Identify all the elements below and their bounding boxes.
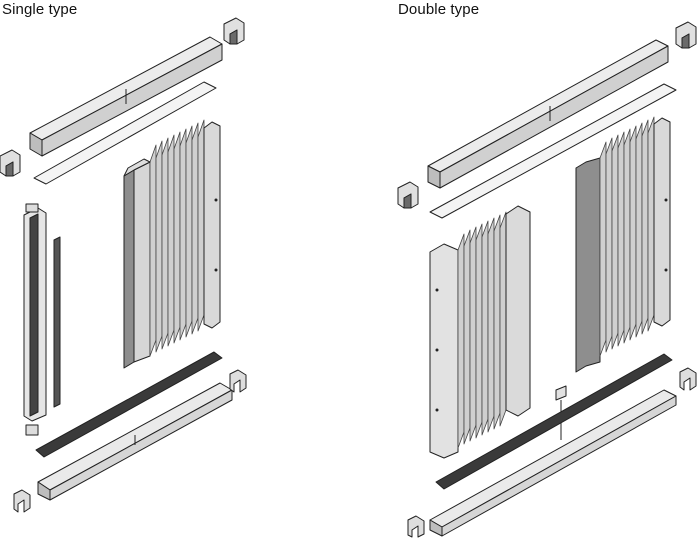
bottom-end-cap-left: [13, 489, 31, 513]
bottom-rail: [37, 382, 233, 501]
bottom-end-cap-right: [229, 369, 247, 393]
single-type-label: Single type: [2, 1, 78, 18]
pleated-screen-single: [123, 119, 221, 369]
bottom-end-cap-right-double: [679, 367, 697, 391]
top-rail: [29, 36, 223, 157]
single-type-assembly: [0, 17, 247, 513]
top-rail-double: [427, 39, 669, 189]
top-end-cap-left: [0, 149, 21, 177]
top-end-cap-right: [223, 17, 245, 45]
pleated-screen-left: [429, 205, 531, 459]
side-frame: [23, 203, 47, 436]
double-type-label: Double type: [398, 1, 480, 18]
top-end-cap-right-double: [675, 21, 697, 49]
bottom-rail-double: [429, 389, 677, 537]
bottom-seal-strip: [35, 351, 223, 458]
bottom-seal-strip-double: [435, 353, 673, 490]
top-thin-strip-double: [429, 83, 677, 219]
top-thin-strip: [33, 81, 217, 185]
double-type-assembly: [397, 21, 697, 538]
side-thin-bar: [53, 236, 61, 408]
top-end-cap-left-double: [397, 181, 419, 209]
pleated-screen-right: [575, 116, 671, 373]
bottom-end-cap-left-double: [407, 515, 425, 538]
